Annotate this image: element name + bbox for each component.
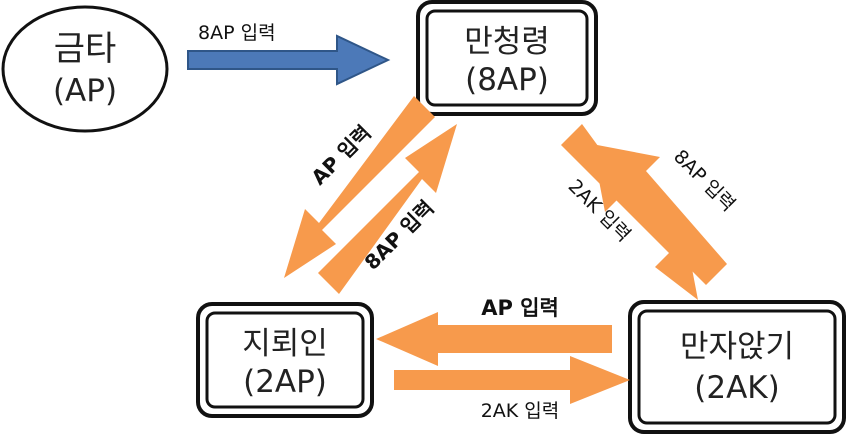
node-manjaanggi-name: 만자앉기 [680,329,794,365]
node-jiroein: 지뢰인 (2AP) [196,302,374,418]
node-jiroein-name: 지뢰인 [242,326,328,362]
orange-arrow-icon [376,312,612,366]
edge-geumta-to-manchungryeong: 8AP 입력 [187,22,391,86]
blue-arrow-icon [187,34,391,86]
node-manchungryeong: 만청령 (8AP) [416,0,598,116]
edge-label-jiroein-to-manjaanggi: 2AK 입력 [481,400,560,422]
orange-arrow-icon [318,124,457,294]
node-geumta-name: 금타 [54,29,117,69]
orange-arrow-icon [394,356,630,404]
edge-label-manjaanggi-to-jiroein: AP 입력 [481,296,559,320]
node-manchungryeong-inner [425,9,589,107]
node-jiroein-inner [205,311,365,409]
edge-manjaanggi-to-jiroein: AP 입력 [376,296,612,366]
edge-jiroein-to-manjaanggi: 2AK 입력 [394,356,630,422]
orange-arrow-icon [284,96,435,278]
node-geumta-sub: (AP) [53,73,117,109]
edge-label-geumta-to-manchungryeong: 8AP 입력 [198,22,276,44]
node-manjaanggi-sub: (2AK) [694,370,779,406]
node-geumta: 금타 (AP) [1,5,169,133]
node-jiroein-sub: (2AP) [243,364,327,400]
node-manchungryeong-sub: (8AP) [465,62,549,98]
node-manjaanggi: 만자앉기 (2AK) [628,300,846,434]
orange-arrow-icon [561,124,698,300]
edge-label-manjaanggi-to-manchungryeong: 8AP 입력 [669,146,739,216]
orange-arrow-icon [592,144,727,285]
node-geumta-shape [1,5,169,133]
node-manchungryeong-name: 만청령 [464,24,550,60]
node-manjaanggi-inner [637,309,837,425]
